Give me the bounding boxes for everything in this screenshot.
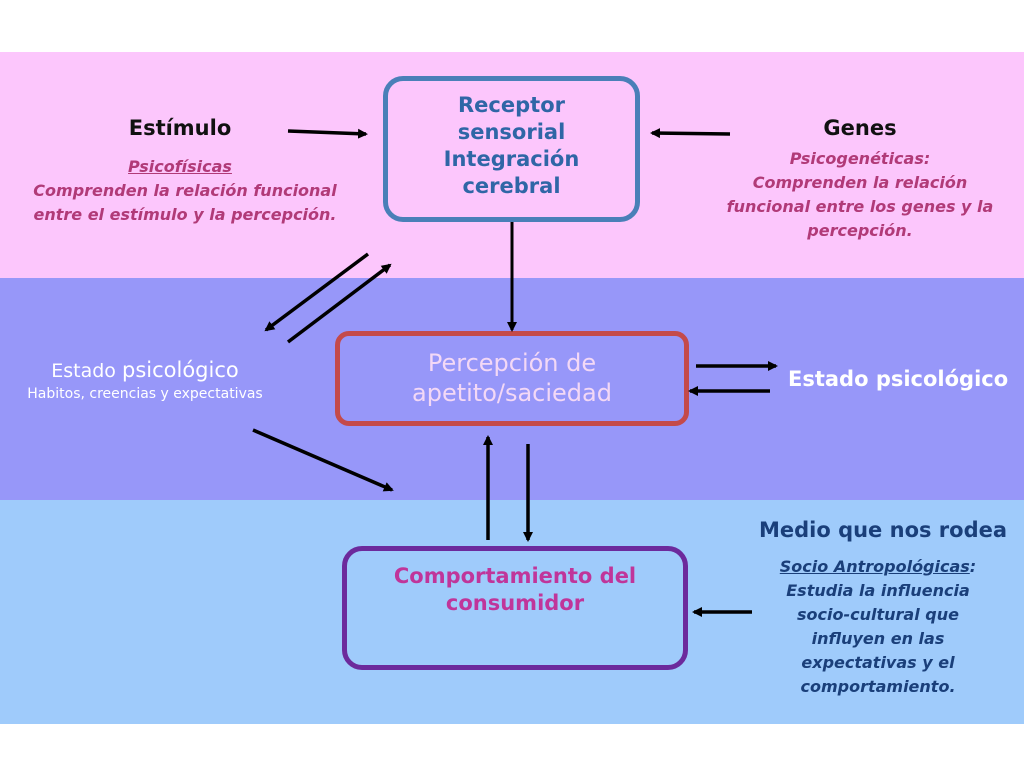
estado-right-title: Estado psicológico: [788, 367, 1009, 391]
comportamiento-line-2: consumidor: [445, 591, 585, 615]
receptor-line-4: cerebral: [462, 174, 561, 198]
arrow-estado-left-to-comportamiento: [252, 428, 394, 492]
estado-left-title-a: Estado: [51, 360, 122, 382]
estado-left-title: Estado psicológico: [10, 358, 280, 382]
genes-desc-3: funcional entre los genes y la: [726, 197, 994, 216]
receptor-line-1: Receptor: [458, 93, 565, 117]
medio-desc-1: Estudia la influencia: [786, 581, 970, 600]
genes-desc-4: percepción.: [807, 221, 913, 240]
percepcion-line-1: Percepción de: [427, 349, 597, 377]
medio-desc-3: influyen en las: [811, 629, 945, 648]
estimulo-title: Estímulo: [128, 116, 232, 140]
receptor-box: Receptor sensorial Integración cerebral: [383, 76, 640, 222]
receptor-line-3: Integración: [443, 147, 580, 171]
medio-desc-4: expectativas y el: [801, 653, 955, 672]
medio-desc-5: comportamiento.: [800, 677, 956, 696]
arrow-estimulo-to-receptor: [287, 128, 368, 139]
arrow-from-estado-left: [286, 263, 392, 344]
receptor-line-2: sensorial: [457, 120, 566, 144]
percepcion-line-2: apetito/saciedad: [412, 379, 612, 407]
medio-colon: :: [969, 557, 977, 576]
estado-left-title-b: psicológico: [121, 358, 239, 382]
genes-desc-1: Psicogenéticas:: [789, 149, 931, 168]
estado-left-subtitle: Habitos, creencias y expectativas: [27, 386, 263, 402]
percepcion-box: Percepción de apetito/saciedad: [335, 331, 689, 426]
medio-label: Socio Antropológicas: [779, 557, 970, 576]
arrow-genes-to-receptor: [650, 128, 731, 139]
arrow-to-estado-left: [264, 252, 370, 332]
medio-title: Medio que nos rodea: [758, 518, 1008, 542]
comportamiento-line-1: Comportamiento del: [393, 564, 637, 588]
estimulo-desc-2: entre el estímulo y la percepción.: [33, 205, 337, 224]
estimulo-subtitle: Psicofísicas: [128, 157, 232, 176]
estimulo-desc-1: Comprenden la relación funcional: [33, 181, 337, 200]
medio-label-line: Socio Antropológicas:: [760, 555, 996, 579]
comportamiento-box: Comportamiento del consumidor: [342, 546, 688, 670]
genes-desc-2: Comprenden la relación: [752, 173, 968, 192]
genes-title: Genes: [823, 116, 897, 140]
medio-desc-2: socio-cultural que: [797, 605, 959, 624]
